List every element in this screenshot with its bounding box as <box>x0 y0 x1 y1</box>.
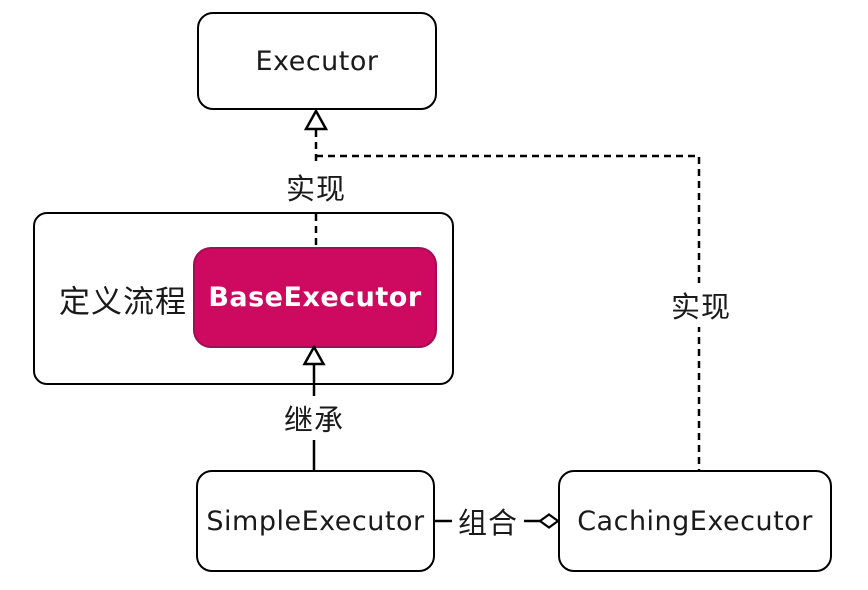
group-define-flow-label: 定义流程 <box>59 284 187 320</box>
node-base-executor-label: BaseExecutor <box>208 282 422 313</box>
node-simple-executor: SimpleExecutor <box>196 470 435 572</box>
node-executor-label: Executor <box>255 45 379 77</box>
node-executor: Executor <box>197 12 437 110</box>
edge-composition-label: 组合 <box>451 499 525 543</box>
node-base-executor: BaseExecutor <box>193 247 437 348</box>
node-simple-executor-label: SimpleExecutor <box>206 505 425 537</box>
edge-realization-caching-label: 实现 <box>664 283 738 327</box>
node-caching-executor: CachingExecutor <box>558 470 832 572</box>
edge-inheritance-label: 继承 <box>277 396 351 440</box>
edge-realization-base-label: 实现 <box>279 165 353 209</box>
realization-arrow-icon <box>303 108 329 131</box>
node-caching-executor-label: CachingExecutor <box>577 505 813 537</box>
composition-diamond-icon <box>538 513 560 529</box>
